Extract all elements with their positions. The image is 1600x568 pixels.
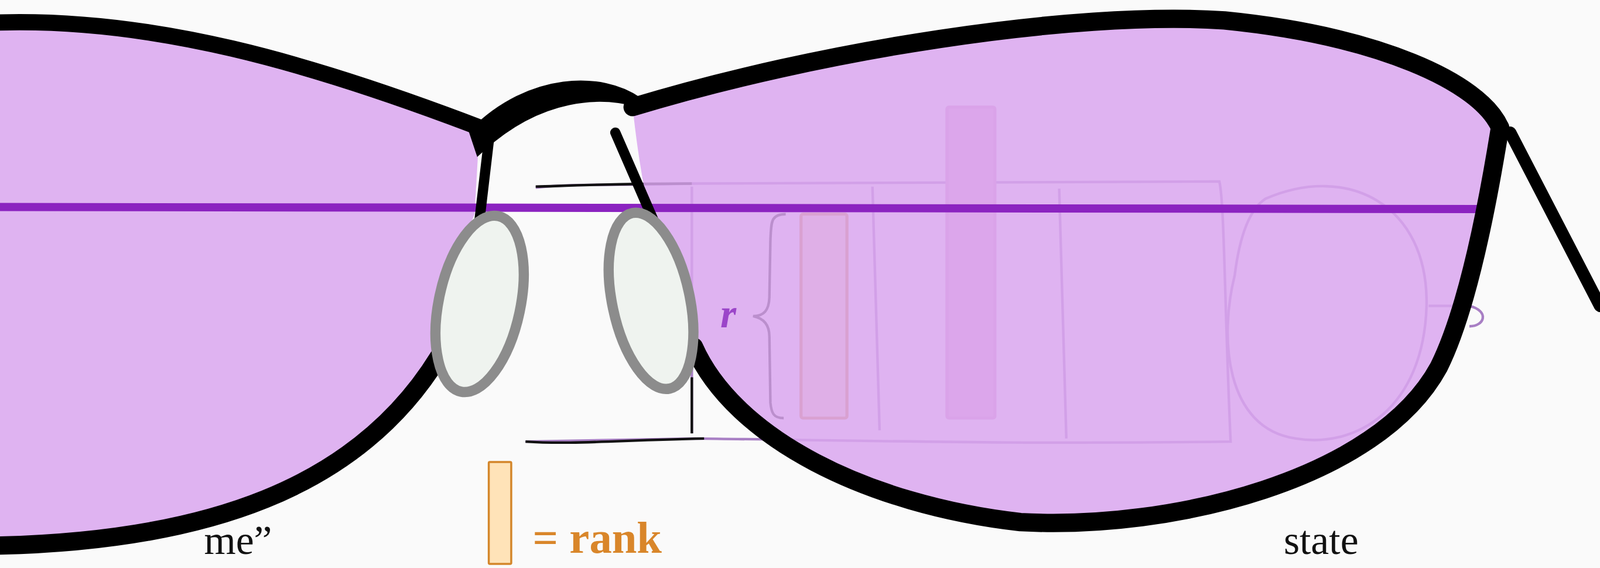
- partial-text: state: [1283, 520, 1359, 562]
- nose-pad: [421, 207, 539, 401]
- glasses-frame: [0, 18, 1600, 546]
- bridge: [474, 85, 638, 148]
- purple-line: [0, 207, 1480, 210]
- right-lens: [632, 18, 1500, 523]
- legend-swatch: [487, 460, 513, 566]
- partial-text: me”: [203, 520, 272, 562]
- left-lens: [0, 22, 480, 546]
- rank-symbol: r: [720, 293, 737, 335]
- legend-text: = rank: [532, 515, 662, 562]
- nose-pad: [594, 204, 708, 397]
